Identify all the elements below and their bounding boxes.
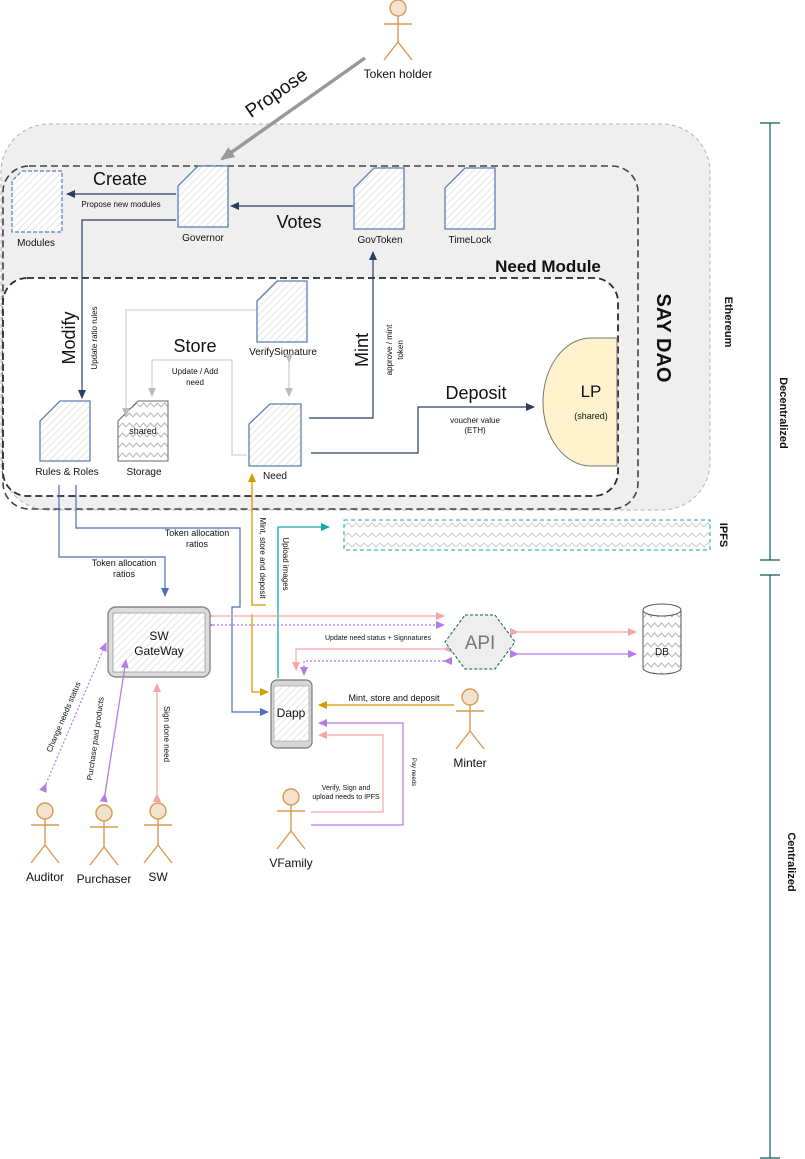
contract-timelock-label: TimeLock [449,235,493,246]
sw-gateway-label-1: SW [149,629,169,643]
liquidity-pool-label: LP [581,382,602,401]
actor-vfamily-label: VFamily [269,856,312,870]
store-label: Store [173,336,216,356]
contract-governor-label: Governor [182,233,224,244]
deposit-arrow [311,403,535,454]
store-arrow [148,359,247,456]
token-allocation-arrow-b [58,485,169,597]
approve-mint-label-1: approve / mint [385,324,394,375]
liquidity-pool-tag: (shared) [574,411,608,421]
contract-govtoken-label: GovToken [357,235,402,246]
voucher-label-1: voucher value [450,416,500,425]
purchase-paid-products-arrow [99,659,129,803]
contract-governor [177,165,229,228]
contract-timelock [444,167,496,230]
deposit-label: Deposit [445,383,506,403]
mint-arrow [309,251,377,419]
mint-label: Mint [352,333,372,367]
dao-inner-boundary [2,165,639,510]
contract-rules-roles [39,400,91,462]
approve-mint-label-2: token [396,340,405,360]
contract-storage-tag: shared [129,426,157,436]
pay-needs-label: Pay needs [410,758,416,786]
dapp-label: Dapp [277,706,306,720]
purchase-paid-products-label: Purchase paid products [85,696,106,780]
band-decentralized-label: Decentralized [777,377,789,449]
contract-need-label: Need [263,471,287,482]
actor-minter [455,688,485,750]
update-add-need-label-2: need [186,378,204,387]
actor-purchaser-label: Purchaser [77,872,132,886]
token-allocation-b-label-1: Token allocation [92,558,157,568]
actor-token-holder [383,0,413,61]
upload-images-label: Upload images [281,537,290,590]
mint-store-deposit-vertical-label: Mint, store and deposit [258,518,267,600]
votes-label: Votes [276,212,321,232]
band-ethereum-label: Ethereum [722,297,734,348]
ipfs-store [343,519,711,551]
mint-store-deposit-arrow-vertical [248,473,266,606]
actor-auditor [30,802,60,864]
actor-purchaser [89,804,119,866]
verify-storage-connector [122,309,256,417]
contract-storage [117,400,169,462]
contract-verify-signature [256,280,308,343]
actor-auditor-label: Auditor [26,870,64,884]
change-needs-status-arrow [39,642,107,793]
liquidity-pool [542,337,618,467]
mint-store-deposit-horizontal-label: Mint, store and deposit [348,693,440,703]
db-label: DB [655,647,669,658]
contract-modules [11,170,63,233]
token-allocation-a-label-2: ratios [186,539,209,549]
token-allocation-b-label-2: ratios [113,569,136,579]
actor-sw [143,802,173,864]
propose-arrow [220,56,367,161]
update-need-status-label: Update need status + Signnatures [325,635,432,642]
actor-sw-label: SW [148,870,168,884]
contract-govtoken [353,167,405,230]
sign-done-need-label: Sign done need [162,706,171,762]
dapp-device [270,679,313,749]
actor-minter-label: Minter [453,756,486,770]
create-label: Create [93,169,147,189]
dapp-api-purple-link [300,657,452,676]
modify-arrow [78,219,176,399]
band-centralized: Centralized [760,574,797,1159]
token-allocation-a-label-1: Token allocation [165,528,230,538]
contract-rules-roles-label: Rules & Roles [35,467,98,478]
sw-gateway-label-2: GateWay [134,644,184,658]
pay-needs-arrow [311,719,404,826]
band-decentralized: Decentralized [760,122,789,561]
api-service [444,614,516,670]
verify-sign-label-2: upload needs to IPFS [312,794,380,801]
dapp-to-need-gold-link [251,614,269,696]
sw-gateway [107,606,211,678]
contract-storage-label: Storage [126,467,161,478]
contract-need [248,403,302,467]
verify-sign-upload-arrow [311,731,384,813]
contract-verify-signature-label: VerifySignature [249,347,317,358]
api-service-label: API [465,633,496,654]
contract-modules-label: Modules [17,238,55,249]
modify-label: Modify [59,311,79,364]
say-dao-label: SAY DAO [652,294,674,383]
update-need-status-arrow [292,645,452,671]
update-ratio-rules-label: Update ratio rules [90,306,99,369]
db-cylinder [642,603,682,675]
token-allocation-arrow-a [75,485,269,716]
actor-token-holder-label: Token holder [364,67,433,81]
voucher-label-2: (ETH) [464,426,486,435]
propose-new-modules-label: Propose new modules [81,200,160,209]
propose-label: Propose [242,65,312,123]
update-add-need-label-1: Update / Add [172,367,218,376]
actor-vfamily [276,788,306,850]
band-ipfs-label: IPFS [717,523,729,547]
verify-sign-label-1: Verify, Sign and [322,785,371,792]
need-module-label: Need Module [495,257,601,276]
band-centralized-label: Centralized [785,832,797,891]
